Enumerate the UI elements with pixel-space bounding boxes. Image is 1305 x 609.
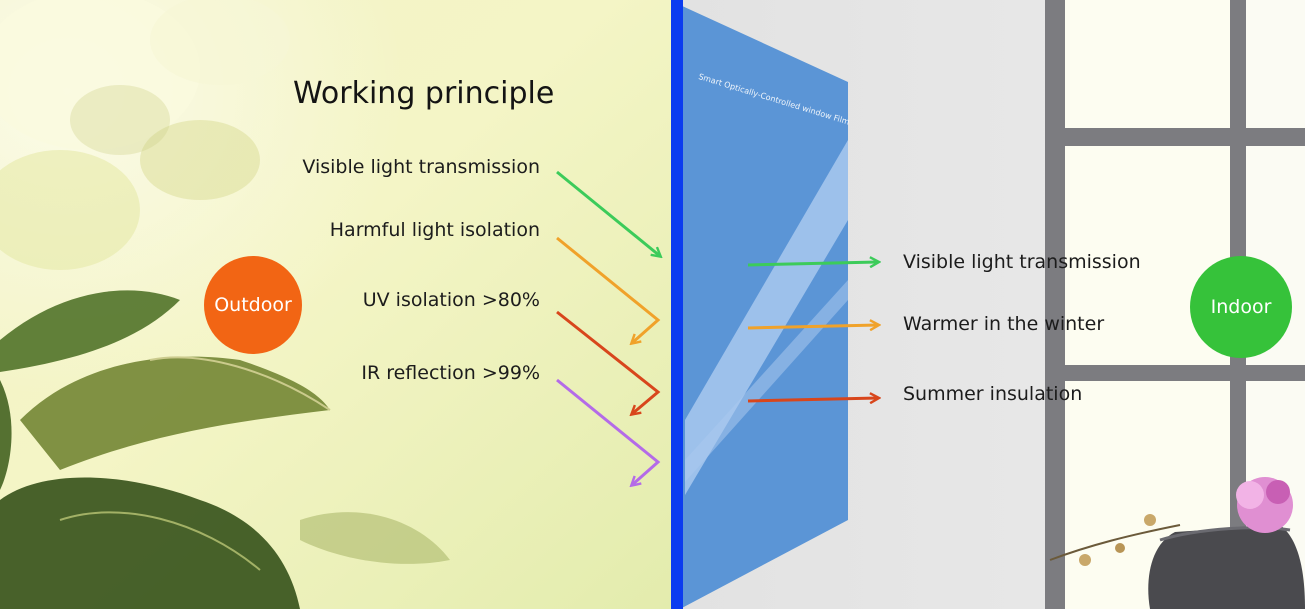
flower-vase [1049,477,1305,609]
arrow-harmful-light-in [556,236,661,343]
film-edge [671,0,683,609]
leaf-illustration [0,290,450,609]
label-harmful-light-in: Harmful light isolation [329,219,540,241]
label-warmer-winter: Warmer in the winter [903,313,1105,335]
outdoor-circle: Outdoor [204,256,302,354]
label-visible-light-in: Visible light transmission [302,156,540,178]
arrow-warmer-out [747,325,878,328]
window-frame [1045,0,1305,609]
label-ir-reflection: IR reflection >99% [361,362,540,384]
label-uv-isolation: UV isolation >80% [362,289,540,311]
film-highlight-band [685,140,848,495]
indoor-label: Indoor [1210,296,1272,318]
diagram-title: Working principle [293,76,555,111]
indoor-circle: Indoor [1190,256,1292,358]
arrow-ir-in [556,378,661,485]
label-visible-light-out: Visible light transmission [903,251,1141,273]
arrow-visible-light-in [556,170,660,256]
arrow-uv-in [556,310,661,414]
outdoor-label: Outdoor [214,294,292,316]
arrow-visible-light-out [747,262,878,265]
arrow-summer-out [747,398,878,401]
label-summer-insulation: Summer insulation [903,383,1083,405]
